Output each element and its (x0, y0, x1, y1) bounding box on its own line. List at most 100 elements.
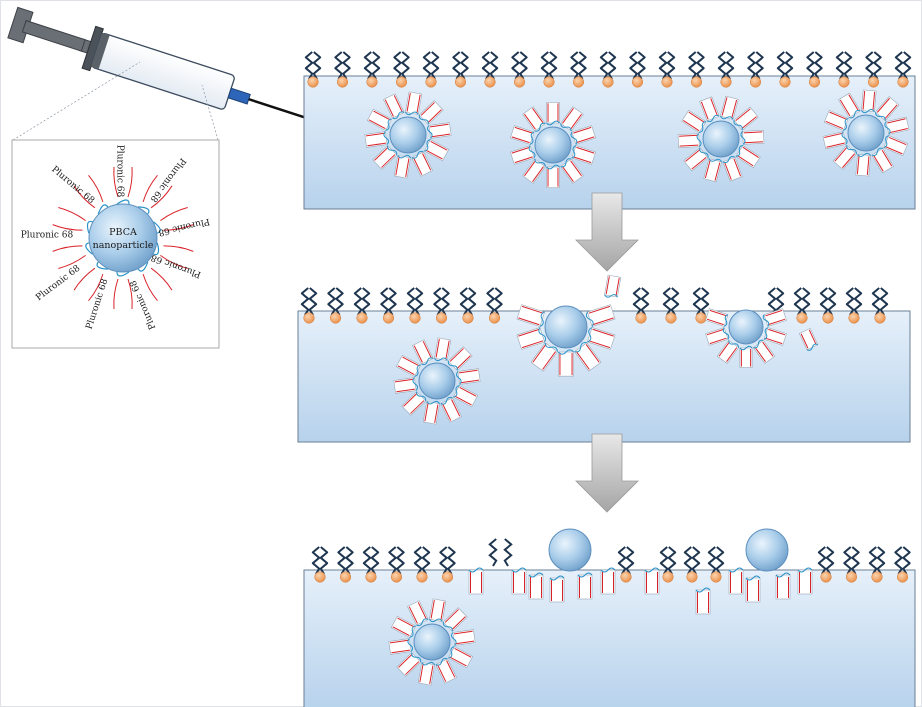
pluronic-strand (739, 345, 753, 368)
lipid-tail (688, 51, 697, 80)
core-label-line1: PBCA (109, 227, 137, 238)
lipid-tail (548, 51, 558, 80)
lipid-head (303, 312, 315, 324)
pluronic-strand (407, 600, 429, 627)
lipid-tail (452, 51, 461, 80)
lipid-tail (319, 546, 329, 575)
pluronic-strand (585, 304, 616, 327)
lipid-head (808, 76, 821, 88)
pluronic-strand (798, 328, 819, 351)
pluronic-strand (451, 629, 476, 646)
pluronic-strand (558, 349, 574, 377)
lipid-tail (865, 51, 874, 80)
lipid-tail (843, 51, 853, 80)
lipid-head (602, 76, 614, 88)
lipid-tail (380, 287, 389, 316)
pluronic-strand (855, 152, 871, 177)
nanoparticle (418, 362, 456, 400)
nanoparticle (847, 114, 885, 152)
pluronic-strand (530, 342, 558, 372)
pluronic-strand (516, 327, 547, 350)
lipid-head (454, 76, 467, 88)
lipid-heads-2 (303, 312, 886, 324)
lipid-head (329, 312, 342, 324)
pluronic-strand (366, 108, 393, 131)
pluronic-strand (522, 106, 546, 132)
pluronic-strand (447, 346, 473, 371)
lipid-tail (459, 287, 469, 316)
lipid-tail (439, 546, 448, 575)
coated-nanoparticle (364, 91, 452, 179)
pluronic-strand (418, 100, 444, 125)
lipid-tail (447, 546, 456, 575)
pluronic-strand (838, 92, 861, 119)
pluronic-strand (364, 131, 389, 148)
lipid-head (425, 76, 437, 88)
panel-3-membrane (303, 528, 916, 707)
lipid-head (635, 312, 647, 324)
lipid-head (779, 76, 791, 88)
zoom-line-right (201, 84, 219, 141)
lipid-head (441, 571, 454, 583)
lipid-tail (845, 287, 855, 316)
lipid-tail (873, 51, 882, 80)
nanoparticle-bare (548, 528, 592, 572)
lipid-tail (700, 287, 710, 316)
lipid-tail (625, 546, 635, 575)
lipid-tail (311, 546, 321, 575)
pluronic-strand (411, 150, 433, 177)
lipid-head (749, 76, 762, 88)
lipid-tail (707, 546, 717, 575)
pluronic-strand (574, 342, 602, 372)
lipid-chains-1 (304, 51, 912, 80)
lipid-head (339, 571, 352, 583)
pbca-nanoparticle-core (88, 203, 158, 273)
embedded-pluronic-strand (745, 575, 761, 603)
lipid-tail (388, 546, 397, 575)
lipid-tail (393, 51, 402, 80)
lipid-head (543, 76, 555, 88)
nanoparticle-bare (745, 528, 789, 572)
lipid-tail (843, 546, 852, 575)
lipid-head (796, 312, 808, 324)
pluronic-strand (763, 327, 787, 346)
pluronic-strand (722, 155, 743, 182)
lipid-tail (489, 51, 499, 80)
lipid-head (484, 76, 496, 88)
lipid-tail (570, 51, 579, 80)
syringe-hub (227, 87, 251, 105)
lipid-tail (715, 546, 725, 575)
pluronic-strand (604, 274, 622, 298)
lipid-tail (441, 287, 450, 316)
pluronic-strand (705, 327, 730, 346)
lipid-tail (540, 51, 550, 80)
lipid-head (838, 76, 850, 88)
lipid-tail (666, 51, 676, 80)
panel-1-membrane (303, 51, 916, 210)
pluronic-strand (393, 377, 418, 394)
pluronic-strand (427, 122, 452, 139)
core-label-line2: nanoparticle (93, 240, 154, 251)
lipid-tail (670, 287, 680, 316)
lipid-head (409, 312, 421, 324)
pluronic-strand (412, 339, 434, 366)
lipid-head (867, 76, 880, 88)
lipid-head (382, 312, 395, 324)
syringe-barrel (91, 33, 235, 110)
pluronic-strand (456, 368, 481, 385)
pluronic-strand (735, 145, 761, 169)
lipid-tail (422, 51, 432, 80)
pluronic-strand (440, 396, 462, 423)
coated-nanoparticle (516, 304, 616, 377)
lipid-tail (345, 546, 354, 575)
pluronic-strand (762, 308, 787, 327)
lipid-tail (767, 287, 777, 316)
pluronic-strand (417, 661, 435, 686)
lipid-tail (300, 287, 310, 316)
lipid-tail (308, 287, 318, 316)
syringe (7, 6, 324, 141)
coated-nanoparticle (677, 95, 765, 183)
pluronic-strand (396, 652, 422, 677)
pluronic-strand (705, 308, 729, 327)
